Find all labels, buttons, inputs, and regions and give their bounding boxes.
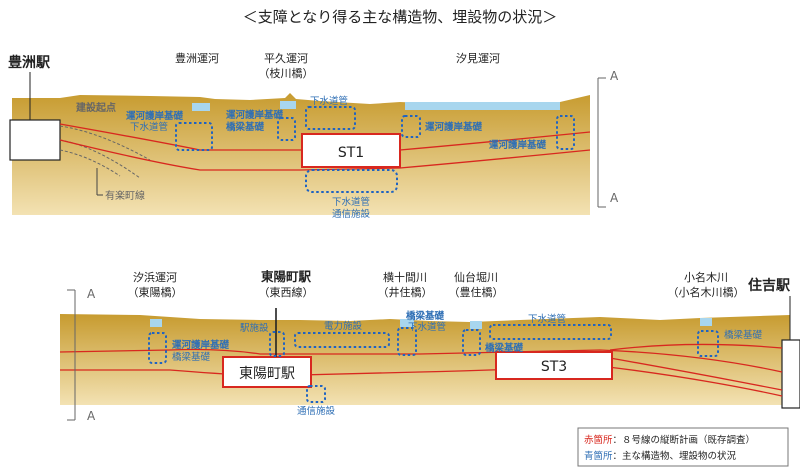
top-struct-shiomi-revetment-2 xyxy=(556,115,575,150)
bottom-bridge-hozumi: （豊住橋） xyxy=(449,285,504,299)
bottom-struct-onagi-bridge xyxy=(697,330,719,357)
bottom-canal-shiohama: 汐浜運河 xyxy=(133,270,177,284)
bottom-label-bridge-foundation-2: 橋梁基礎 xyxy=(406,310,445,322)
top-canal-toyosu: 豊洲運河 xyxy=(175,52,219,65)
bottom-sumiyoshi-station-box xyxy=(781,339,800,409)
bottom-water-onagi xyxy=(700,318,712,326)
bottom-profile: 住吉駅 東陽町駅 ST3 汐浜運河 （東陽橋） 東陽町駅 （東西線） 横十間川 … xyxy=(59,269,800,423)
top-water-toyosu xyxy=(192,103,210,111)
top-st-label: ST1 xyxy=(338,145,364,161)
top-station-toyosu: 豊洲駅 xyxy=(8,54,51,71)
top-section-a-upper: A xyxy=(610,69,619,83)
legend: 赤箇所：８号線の縦断計画（既存調査） 青箇所：主な構造物、埋設物の状況 xyxy=(577,427,789,467)
bottom-station-sumiyoshi: 住吉駅 xyxy=(748,277,791,294)
legend-blue-key: 青箇所 xyxy=(584,450,613,462)
top-yurakucho-line-3 xyxy=(59,149,121,177)
top-struct-hiraku-bridge xyxy=(277,117,296,141)
bottom-river-sendaibori: 仙台堀川 xyxy=(454,270,498,284)
bottom-label-telecom: 通信施設 xyxy=(297,405,336,417)
legend-red-row: 赤箇所：８号線の縦断計画（既存調査） xyxy=(584,434,755,446)
top-label-sewer-top: 下水道管 xyxy=(310,95,348,107)
bottom-label-station-facility: 駅施設 xyxy=(240,322,269,334)
top-label-yurakucho: 有楽町線 xyxy=(105,189,145,202)
bottom-water-sendaibori xyxy=(470,321,482,329)
top-st1-box xyxy=(301,133,401,168)
top-label-sewer-below: 下水道管 xyxy=(332,196,370,208)
bottom-struct-power xyxy=(294,332,390,348)
top-struct-shiomi-revetment-1 xyxy=(401,115,421,138)
bottom-struct-yokojukken-bridge xyxy=(397,327,417,356)
bottom-st3-box xyxy=(495,351,613,380)
bottom-water-yokojukken xyxy=(400,319,414,327)
bottom-bridge-onagi: （小名木川橋） xyxy=(668,285,745,299)
top-canal-shiomi: 汐見運河 xyxy=(456,51,500,65)
top-label-revetment-3: 運河護岸基礎 xyxy=(425,121,483,133)
top-struct-toyosu-revetment xyxy=(175,122,213,151)
bottom-struct-telecom xyxy=(306,385,326,403)
legend-red-text: ：８号線の縦断計画（既存調査） xyxy=(613,434,756,446)
bottom-river-onagi: 小名木川 xyxy=(684,270,728,284)
top-label-telecom-below: 通信施設 xyxy=(332,208,371,220)
bottom-section-a-lower: A xyxy=(87,409,96,423)
top-label-bridge-foundation: 橋梁基礎 xyxy=(226,121,265,133)
bottom-bridge-toyo: （東陽橋） xyxy=(128,285,183,299)
legend-blue-row: 青箇所：主な構造物、埋設物の状況 xyxy=(584,450,737,462)
bottom-section-a-upper: A xyxy=(87,287,96,301)
bottom-river-yokojukken: 横十間川 xyxy=(383,270,427,284)
top-water-shiomi xyxy=(405,102,560,110)
bottom-struct-shiohama-revetment xyxy=(148,332,167,364)
bottom-label-sewer-2: 下水道管 xyxy=(528,313,566,325)
bottom-plan-branch-1 xyxy=(609,343,783,351)
bottom-struct-sewer-2 xyxy=(489,324,612,340)
legend-red-key: 赤箇所 xyxy=(584,434,613,446)
bottom-st-label: ST3 xyxy=(541,359,567,375)
bottom-bridge-isumi: （井住橋） xyxy=(378,285,433,299)
bottom-label-bridge-foundation-3: 橋梁基礎 xyxy=(485,342,524,354)
top-label-revetment-1: 運河護岸基礎 xyxy=(126,110,184,122)
bottom-label-bridge-foundation-1: 橋梁基礎 xyxy=(172,351,211,363)
legend-box xyxy=(577,427,789,467)
top-label-revetment-4: 運河護岸基礎 xyxy=(489,139,547,151)
top-profile: 豊洲駅 有楽町線 ST1 豊洲運河 平久運河 （枝川橋） 汐見運河 建設起点 運… xyxy=(8,51,619,220)
bottom-label-sewer-1: 下水道管 xyxy=(408,321,446,333)
top-struct-sewer-below xyxy=(305,169,398,193)
top-section-a-lower: A xyxy=(610,191,619,205)
bottom-label-bridge-foundation-4: 橋梁基礎 xyxy=(724,329,763,341)
top-water-hiraku xyxy=(280,101,296,109)
top-struct-sewer-top xyxy=(305,106,356,130)
bottom-label-revetment: 運河護岸基礎 xyxy=(172,339,230,351)
bottom-struct-station-facility xyxy=(269,331,285,357)
diagram-title: ＜支障となり得る主な構造物、埋設物の状況＞ xyxy=(243,8,558,26)
top-canal-hiraku: 平久運河 xyxy=(264,52,308,65)
top-toyosu-station-box xyxy=(9,119,61,161)
bottom-line-tozai: （東西線） xyxy=(259,285,314,299)
bottom-struct-sendaibori-bridge xyxy=(462,329,481,356)
legend-blue-text: ：主な構造物、埋設物の状況 xyxy=(613,450,737,462)
top-label-construction-start: 建設起点 xyxy=(75,101,116,114)
bottom-toyocho-station-box xyxy=(222,356,312,388)
top-label-sewer-1: 下水道管 xyxy=(130,121,168,133)
top-label-revetment-2: 運河護岸基礎 xyxy=(226,109,284,121)
top-yurakucho-line-1 xyxy=(59,125,151,161)
bottom-label-power: 電力施設 xyxy=(324,320,363,332)
bottom-water-shiohama xyxy=(150,319,162,327)
top-bridge-edagawa: （枝川橋） xyxy=(259,66,314,80)
bottom-station-toyocho: 東陽町駅 xyxy=(261,269,312,284)
bottom-station-box-label: 東陽町駅 xyxy=(239,366,295,382)
bottom-plan-branch-2 xyxy=(609,357,783,391)
